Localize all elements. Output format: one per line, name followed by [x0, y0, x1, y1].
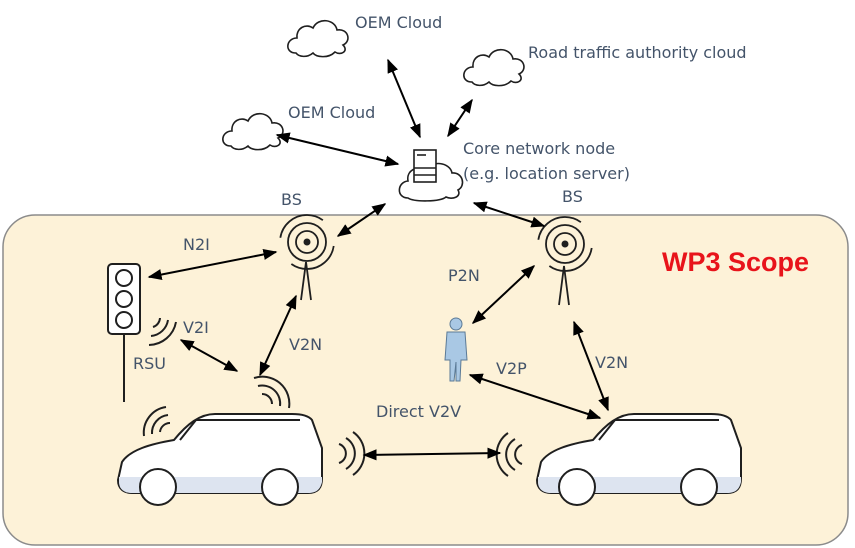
cloud-icon [222, 112, 284, 151]
cloud-icon [287, 19, 349, 58]
arrow-v2n-left [259, 294, 297, 377]
traffic-light-icon [107, 263, 141, 402]
oem-cloud-top-label: OEM Cloud [355, 13, 443, 32]
arrow-direct-v2v [362, 447, 502, 461]
antenna-icon [279, 214, 335, 301]
wireless-signal-icon [142, 406, 171, 437]
car-icon [116, 413, 323, 506]
car-icon [535, 413, 742, 506]
arrow-p2n [471, 265, 536, 324]
bs-right-label: BS [562, 187, 583, 206]
road-authority-cloud-label: Road traffic authority cloud [528, 43, 747, 62]
server-icon [398, 149, 464, 202]
arrow-core-bs-left [336, 203, 387, 237]
v2p-label: V2P [496, 359, 527, 378]
pedestrian-icon [444, 317, 468, 382]
antenna-icon [537, 216, 593, 306]
arrow-oem-top-core [387, 58, 421, 139]
arrow-road-authority-core [447, 98, 473, 138]
direct-v2v-label: Direct V2V [376, 402, 462, 421]
v2n-left-label: V2N [289, 335, 323, 354]
bs-left-label: BS [281, 190, 302, 209]
v2i-label: V2I [183, 318, 209, 337]
v2n-right-label: V2N [595, 353, 629, 372]
arrow-core-bs-right [472, 201, 546, 228]
arrow-oem-left-core [275, 132, 400, 167]
arrow-v2n-right [573, 320, 609, 412]
rsu-label: RSU [133, 354, 166, 373]
wp3-scope-title: WP3 Scope [662, 247, 810, 277]
core-node-label-line1: Core network node [463, 139, 616, 158]
cloud-icon [463, 48, 525, 87]
arrow-v2i [179, 339, 239, 372]
n2i-label: N2I [183, 235, 210, 254]
wireless-signal-icon [148, 317, 177, 346]
wireless-signal-icon [253, 375, 291, 409]
p2n-label: P2N [448, 266, 480, 285]
arrow-n2i [147, 248, 278, 281]
oem-cloud-left-label: OEM Cloud [288, 103, 376, 122]
core-node-label-line2: (e.g. location server) [463, 164, 630, 183]
